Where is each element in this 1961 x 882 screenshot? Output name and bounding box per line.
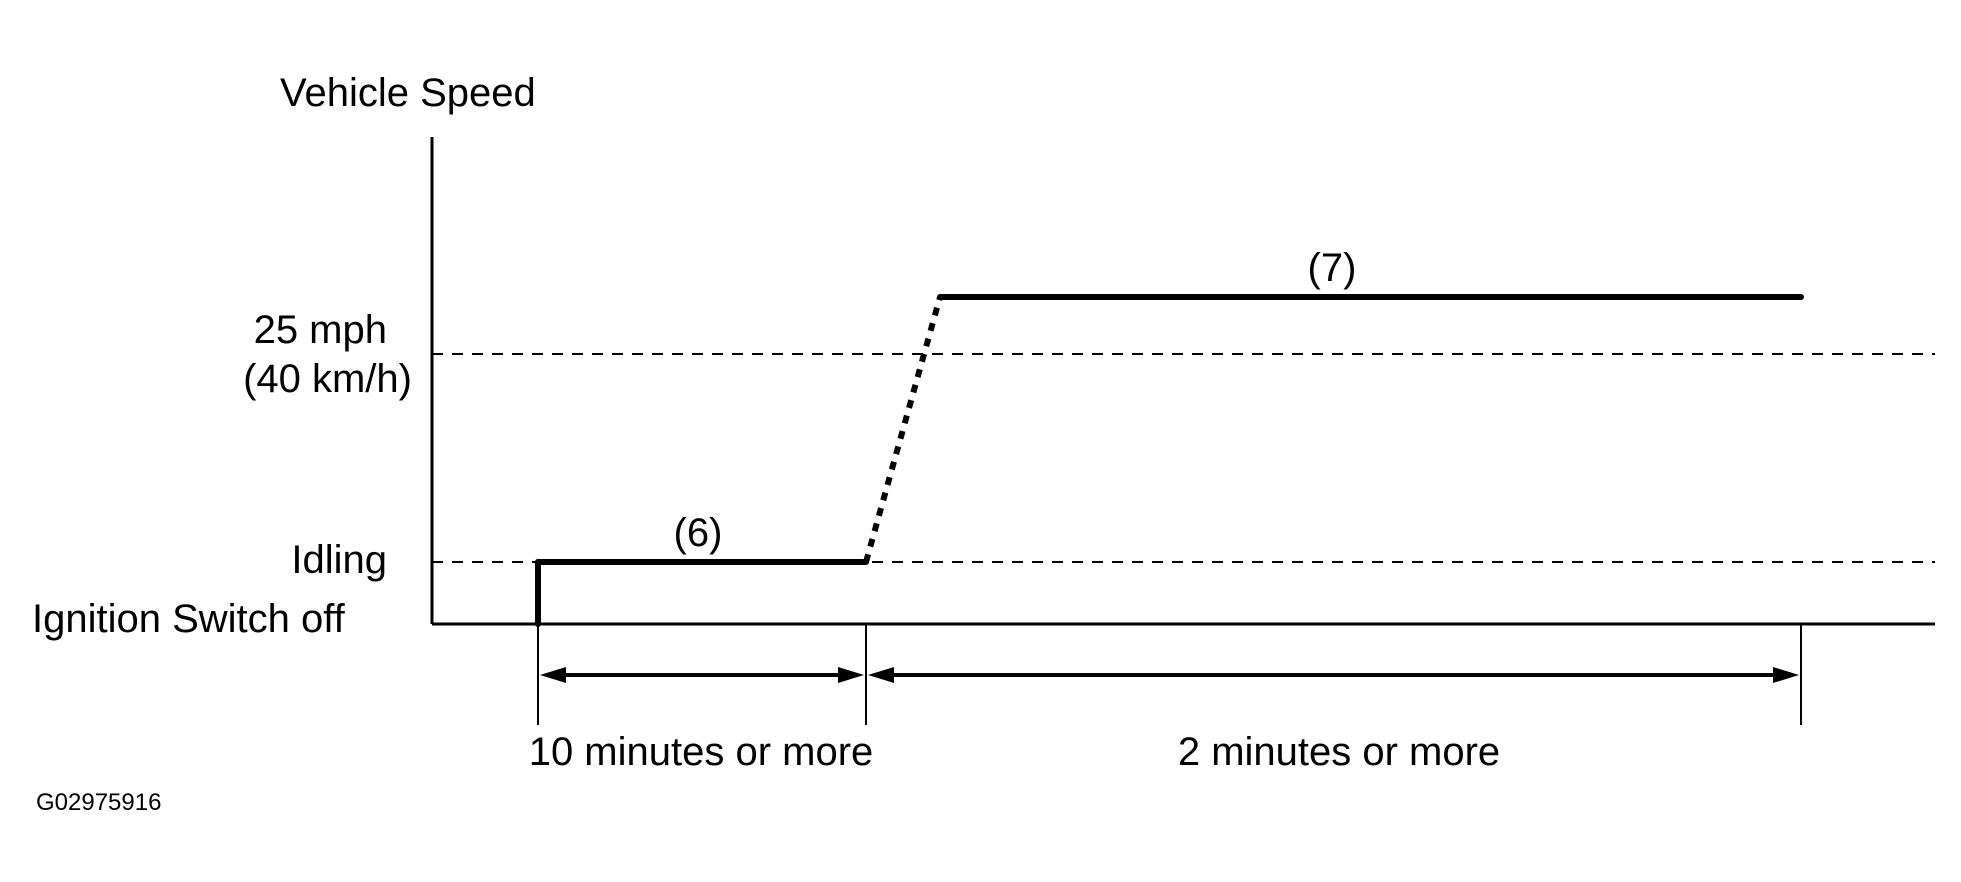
y-axis-title: Vehicle Speed: [280, 71, 536, 115]
duration-2-arrowhead-right: [1773, 667, 1799, 683]
level-idling-label: Idling: [291, 538, 387, 582]
duration-2-label: 2 minutes or more: [1178, 730, 1500, 774]
level-40kmh-label: (40 km/h): [243, 357, 412, 401]
step-7-label: (7): [1308, 246, 1357, 290]
duration-1-label: 10 minutes or more: [529, 730, 874, 774]
acceleration-ramp-line: [863, 296, 943, 563]
duration-2-arrowhead-left: [868, 667, 894, 683]
level-25mph-label: 25 mph: [254, 308, 387, 352]
duration-1-arrowhead-left: [540, 667, 566, 683]
step-6-label: (6): [674, 511, 723, 555]
duration-1-arrowhead-right: [838, 667, 864, 683]
figure-code: G02975916: [36, 789, 161, 816]
level-ignition-off-label: Ignition Switch off: [32, 597, 346, 641]
